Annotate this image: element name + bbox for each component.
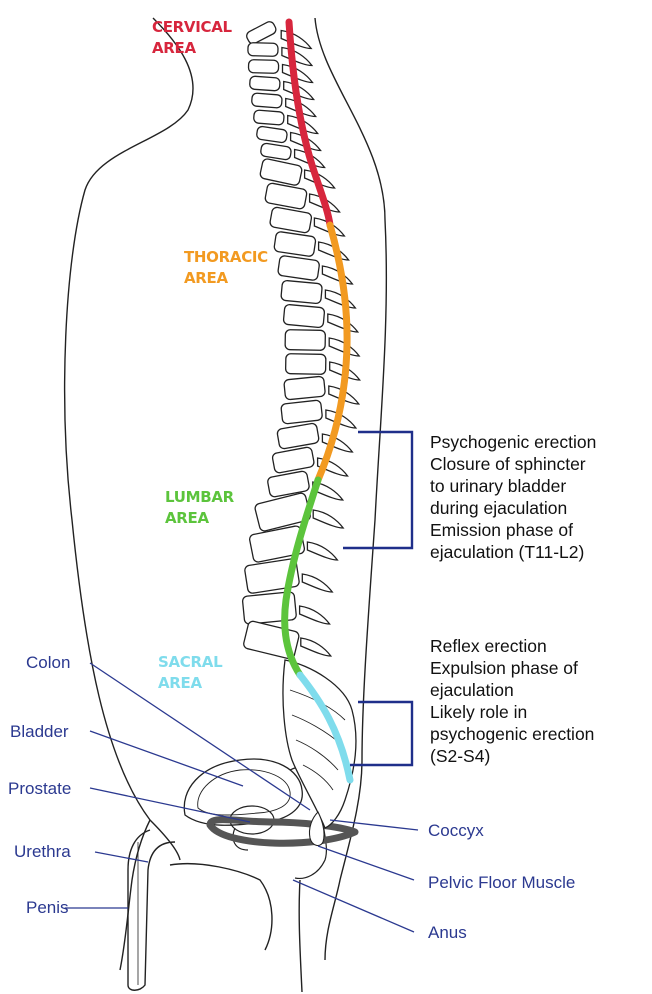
upper-annotation-line: Emission phase of (430, 520, 573, 540)
lower-annotation-line: ejaculation (430, 680, 514, 700)
vertebral-body (272, 447, 315, 474)
spinous-process (325, 290, 355, 308)
upper-annotation-line: during ejaculation (430, 498, 567, 518)
penis-shape (128, 830, 175, 990)
spinous-process (307, 542, 337, 560)
vertebral-body (248, 60, 278, 74)
sacral-label-line2: AREA (158, 674, 203, 692)
bladder-leader (90, 731, 243, 786)
vertebral-body (277, 255, 319, 281)
penis-label: Penis (26, 898, 69, 917)
upper-annotation-line: Closure of sphincter (430, 454, 586, 474)
vertebral-body (251, 93, 282, 108)
lumbar-label: LUMBAR AREA (165, 488, 239, 527)
vertebral-body (281, 400, 323, 424)
sacrum-bone (283, 660, 356, 828)
leg-contour (299, 880, 302, 992)
upper-annotation-bracket (343, 432, 412, 548)
bladder-label: Bladder (10, 722, 69, 741)
lower-annotation-line: Expulsion phase of (430, 658, 578, 678)
upper-annotation-line: to urinary bladder (430, 476, 566, 496)
thigh-contour (170, 864, 272, 950)
prostate-label: Prostate (8, 779, 71, 798)
upper-annotation-line: Psychogenic erection (430, 432, 596, 452)
leader-lines (65, 663, 418, 932)
upper-annotation-line: ejaculation (T11-L2) (430, 542, 584, 562)
spinous-process (300, 606, 330, 624)
vertebral-body (245, 20, 278, 45)
spinous-process (301, 638, 331, 656)
vertebral-body (277, 423, 320, 450)
urethra-label: Urethra (14, 842, 71, 861)
vertebral-body (253, 110, 284, 125)
anus-leader (293, 880, 414, 932)
vertebral-body (260, 143, 292, 161)
front-body-contour (65, 18, 193, 860)
spinous-process (281, 31, 311, 49)
urethra-leader (95, 852, 148, 862)
coccyx-label: Coccyx (428, 821, 484, 840)
upper-annotation-text: Psychogenic erection Closure of sphincte… (430, 432, 601, 562)
pelvic-floor-muscle-label: Pelvic Floor Muscle (428, 873, 575, 892)
vertebral-body (283, 304, 325, 328)
vertebral-body (286, 354, 326, 375)
lumbar-label-line2: AREA (165, 509, 210, 527)
vertebral-body (259, 158, 302, 186)
vertebral-body (248, 43, 278, 57)
thoracic-label-line1: THORACIC (184, 248, 268, 266)
anus-label: Anus (428, 923, 467, 942)
vertebral-body (264, 183, 307, 210)
vertebral-body (269, 207, 312, 234)
spinous-process (302, 574, 332, 592)
spinous-process (282, 48, 312, 66)
lower-annotation-text: Reflex erection Expulsion phase of ejacu… (430, 636, 599, 766)
bladder-organ (184, 759, 302, 825)
vertebral-body (249, 76, 280, 91)
prostate-leader (90, 788, 250, 822)
vertebral-body (256, 126, 288, 143)
thoracic-label: THORACIC AREA (184, 248, 273, 287)
pelvic-floor-leader (318, 846, 414, 880)
lower-annotation-line: Reflex erection (430, 636, 547, 656)
sacral-label-line1: SACRAL (158, 653, 223, 671)
vertebral-body (285, 330, 325, 351)
cervical-label-line1: CERVICAL (152, 18, 233, 36)
sacral-label: SACRAL AREA (158, 653, 227, 692)
lower-annotation-line: psychogenic erection (430, 724, 594, 744)
pelvic-floor-muscle (210, 820, 355, 844)
vertebral-body (284, 376, 326, 400)
vertebral-body (274, 231, 316, 257)
cervical-label-line2: AREA (152, 39, 197, 57)
lower-annotation-line: Likely role in (430, 702, 527, 722)
spinous-process (313, 510, 343, 528)
colon-label: Colon (26, 653, 70, 672)
vertebral-body (281, 280, 323, 304)
spinous-process (328, 314, 358, 332)
lumbar-label-line1: LUMBAR (165, 488, 235, 506)
lower-annotation-line: (S2-S4) (430, 746, 490, 766)
thoracic-label-line2: AREA (184, 269, 229, 287)
lower-annotation-bracket (350, 702, 412, 765)
cervical-label: CERVICAL AREA (152, 18, 237, 57)
